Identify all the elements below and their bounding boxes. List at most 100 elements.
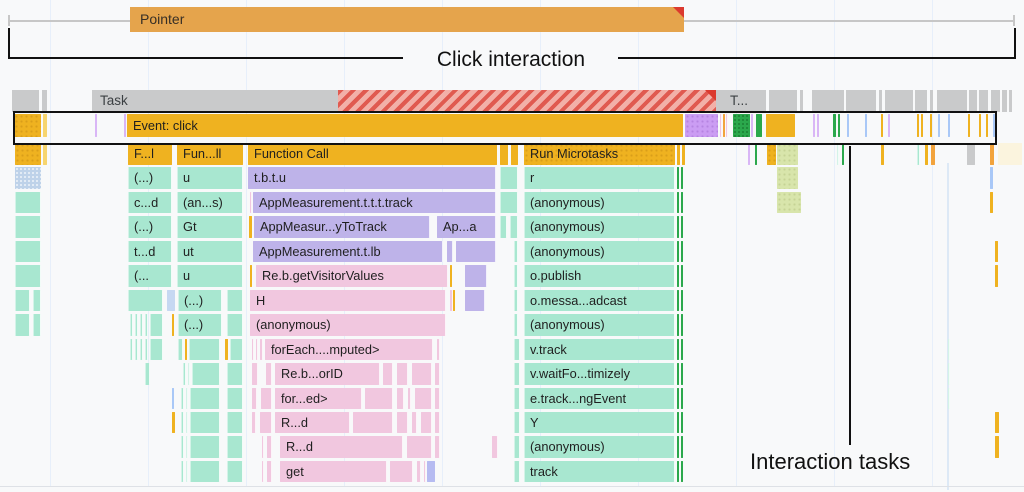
flame-fragment[interactable] (755, 143, 757, 165)
event-bar[interactable] (95, 113, 97, 137)
flame-fragment[interactable] (677, 314, 679, 336)
flame-fragment[interactable] (397, 363, 408, 385)
flame-bar[interactable]: (... (128, 265, 172, 287)
flame-bar[interactable]: AppMeasurement.t.lb (253, 240, 443, 263)
task-fragment[interactable] (800, 90, 803, 112)
flame-fragment[interactable] (145, 314, 148, 336)
flame-fragment[interactable] (990, 143, 994, 165)
event-bar[interactable] (43, 113, 47, 137)
flame-fragment[interactable] (500, 167, 518, 189)
flame-fragment[interactable] (181, 411, 184, 434)
flame-fragment[interactable] (256, 338, 258, 361)
flame-fragment[interactable] (948, 387, 950, 409)
flame-fragment[interactable] (261, 387, 272, 409)
flame-fragment[interactable] (225, 338, 228, 361)
task-fragment[interactable] (879, 90, 882, 112)
flame-fragment[interactable] (15, 240, 41, 263)
flame-bar[interactable]: e.track...ngEvent (524, 387, 675, 409)
flame-fragment[interactable] (677, 460, 679, 483)
flame-fragment[interactable] (135, 338, 138, 361)
flame-fragment[interactable] (465, 289, 485, 312)
flame-fragment[interactable] (181, 387, 184, 409)
flame-fragment[interactable] (514, 314, 518, 336)
flame-bar[interactable]: Function Call (248, 143, 497, 165)
flame-fragment[interactable] (266, 363, 272, 385)
flame-bar[interactable]: get (280, 460, 387, 483)
flame-fragment[interactable] (15, 265, 41, 287)
flame-bar[interactable]: (anonymous) (524, 191, 675, 214)
flame-fragment[interactable] (150, 338, 163, 361)
flame-bar[interactable]: ut (177, 240, 243, 263)
flame-fragment[interactable] (677, 338, 679, 361)
flame-fragment[interactable] (130, 338, 133, 361)
task-fragment[interactable] (42, 90, 47, 112)
flame-fragment[interactable] (677, 363, 679, 385)
flame-fragment[interactable] (677, 143, 680, 165)
flame-fragment[interactable] (186, 436, 188, 458)
flame-fragment[interactable] (677, 265, 679, 287)
flame-fragment[interactable] (681, 191, 683, 214)
flame-fragment[interactable] (514, 265, 518, 287)
event-bar[interactable] (986, 113, 988, 137)
flame-bar[interactable]: (...) (178, 314, 222, 336)
flame-fragment[interactable] (227, 314, 243, 336)
event-bar[interactable] (14, 113, 41, 137)
flame-fragment[interactable] (777, 143, 798, 165)
flame-fragment[interactable] (390, 460, 413, 483)
flame-fragment[interactable] (417, 460, 421, 483)
flame-fragment[interactable] (185, 338, 187, 361)
flame-fragment[interactable] (995, 240, 998, 263)
flame-fragment[interactable] (681, 314, 683, 336)
flame-bar[interactable]: (...) (128, 167, 172, 189)
flame-fragment[interactable] (249, 216, 252, 238)
event-bar[interactable] (930, 113, 932, 137)
flame-fragment[interactable] (190, 387, 220, 409)
task-fragment[interactable] (12, 90, 39, 112)
flame-fragment[interactable] (150, 314, 163, 336)
flame-fragment[interactable] (421, 411, 432, 434)
flame-fragment[interactable] (260, 411, 272, 434)
event-bar[interactable] (723, 113, 725, 137)
flame-bar[interactable]: F...l (128, 143, 172, 165)
flame-bar[interactable]: (an...s) (177, 191, 243, 214)
flame-fragment[interactable] (492, 436, 498, 458)
task-fragment[interactable] (969, 90, 977, 112)
flame-fragment[interactable] (140, 314, 143, 336)
flame-fragment[interactable] (227, 436, 243, 458)
flame-fragment[interactable] (677, 191, 679, 214)
flame-fragment[interactable] (252, 363, 258, 385)
flame-bar[interactable]: o.messa...adcast (524, 289, 675, 312)
flame-bar[interactable]: v.track (524, 338, 675, 361)
flame-fragment[interactable] (995, 436, 999, 458)
event-bar[interactable] (921, 113, 923, 137)
flame-bar[interactable]: AppMeasurement.t.t.t.track (253, 191, 496, 214)
flame-bar[interactable]: track (524, 460, 675, 483)
event-bar[interactable] (817, 113, 819, 137)
flame-bar[interactable]: (anonymous) (524, 314, 675, 336)
flame-fragment[interactable] (190, 411, 220, 434)
flame-fragment[interactable] (514, 338, 520, 361)
event-bar[interactable] (888, 113, 890, 137)
flame-fragment[interactable] (677, 167, 679, 189)
flame-bar[interactable]: v.waitFo...timizely (524, 363, 675, 385)
flame-fragment[interactable] (447, 240, 453, 263)
event-bar[interactable] (833, 113, 836, 137)
flame-bar[interactable]: t...d (128, 240, 172, 263)
flame-fragment[interactable] (130, 314, 133, 336)
flame-fragment[interactable] (227, 460, 243, 483)
flame-bar[interactable]: (anonymous) (250, 314, 446, 336)
flame-fragment[interactable] (427, 460, 435, 483)
flame-fragment[interactable] (227, 363, 243, 385)
flame-fragment[interactable] (415, 387, 432, 409)
task-fragment[interactable] (846, 90, 876, 112)
flame-fragment[interactable] (450, 265, 452, 287)
flame-fragment[interactable] (145, 363, 150, 385)
flame-fragment[interactable] (681, 460, 683, 483)
flame-fragment[interactable] (260, 338, 263, 361)
flame-fragment[interactable] (190, 436, 220, 458)
flame-fragment[interactable] (188, 363, 190, 385)
task-fragment[interactable] (769, 90, 797, 112)
flame-bar[interactable]: Gt (177, 216, 243, 238)
event-bar[interactable] (881, 113, 883, 137)
flame-fragment[interactable] (777, 167, 798, 189)
